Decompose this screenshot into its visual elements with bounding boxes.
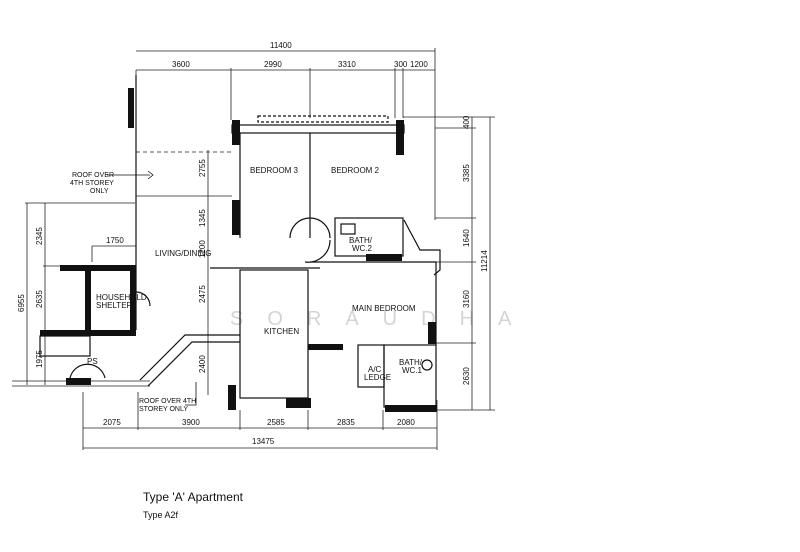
partitions xyxy=(39,75,441,408)
room-bedroom-3: BEDROOM 3 xyxy=(250,166,299,175)
dim-bottom: 2585 xyxy=(267,418,285,427)
dim-top-total: 11400 xyxy=(270,41,292,50)
dim-bottom-total: 13475 xyxy=(252,437,275,446)
room-ac-ledge-l2: LEDGE xyxy=(364,373,391,382)
note-line: ONLY xyxy=(90,188,109,195)
note-roof-bottom: ROOF OVER 4TH STOREY ONLY xyxy=(139,382,197,413)
dim-left: 1975 xyxy=(35,350,44,368)
room-living-dining: LIVING/DINING xyxy=(155,249,211,258)
note-line: ROOF OVER xyxy=(72,172,114,179)
dim-top: 3310 xyxy=(338,60,356,69)
dim-left: 2345 xyxy=(35,227,44,245)
plan-subtitle: Type A2f xyxy=(143,510,179,520)
watermark: SORAUDHA xyxy=(230,308,535,330)
dim-left-inner: 1750 xyxy=(106,236,124,245)
dim-top: 2990 xyxy=(264,60,282,69)
plan-title: Type 'A' Apartment xyxy=(143,490,243,504)
arrow-icon xyxy=(147,170,154,180)
walls xyxy=(40,88,437,412)
note-line: STOREY ONLY xyxy=(139,406,188,413)
note-line: 4TH STOREY xyxy=(70,180,114,187)
dim-top: 300 xyxy=(394,60,408,69)
room-main-bedroom: MAIN BEDROOM xyxy=(352,304,416,313)
note-line: ROOF OVER 4TH xyxy=(139,398,196,405)
dim-middle: 1345 xyxy=(198,209,207,227)
dim-right: 3160 xyxy=(462,290,471,308)
dim-bottom: 2075 xyxy=(103,418,121,427)
dim-right: 400 xyxy=(462,115,471,129)
dimension-lines xyxy=(12,48,495,450)
dim-middle: 2400 xyxy=(198,355,207,373)
dim-left: 2635 xyxy=(35,290,44,308)
dim-bottom: 3900 xyxy=(182,418,200,427)
room-bath-wc2-l2: WC.2 xyxy=(352,244,373,253)
dim-bottom: 2080 xyxy=(397,418,415,427)
room-kitchen: KITCHEN xyxy=(264,327,299,336)
dim-right: 3385 xyxy=(462,164,471,182)
room-ac-ledge-l1: A/C xyxy=(368,365,382,374)
dim-top: 1200 xyxy=(410,60,428,69)
room-bath-wc2-l1: BATH/ xyxy=(349,236,373,245)
room-bath-wc1-l1: BATH/ xyxy=(399,358,423,367)
dim-middle: 1200 xyxy=(198,240,207,258)
dim-right-total: 11214 xyxy=(480,250,489,272)
dim-right: 1640 xyxy=(462,229,471,247)
room-household-shelter-l1: HOUSEHOLD xyxy=(96,293,147,302)
room-bedroom-2: BEDROOM 2 xyxy=(331,166,380,175)
dim-middle: 2475 xyxy=(198,285,207,303)
room-household-shelter-l2: SHELTER xyxy=(96,301,133,310)
dim-bottom: 2835 xyxy=(337,418,355,427)
dim-right: 2630 xyxy=(462,367,471,385)
dim-top: 3600 xyxy=(172,60,190,69)
room-bath-wc1-l2: WC.1 xyxy=(402,366,423,375)
dim-middle: 2755 xyxy=(198,159,207,177)
room-ps: PS xyxy=(87,357,98,366)
dim-left-total: 6955 xyxy=(17,294,26,312)
note-roof-top: ROOF OVER 4TH STOREY ONLY xyxy=(70,170,154,195)
